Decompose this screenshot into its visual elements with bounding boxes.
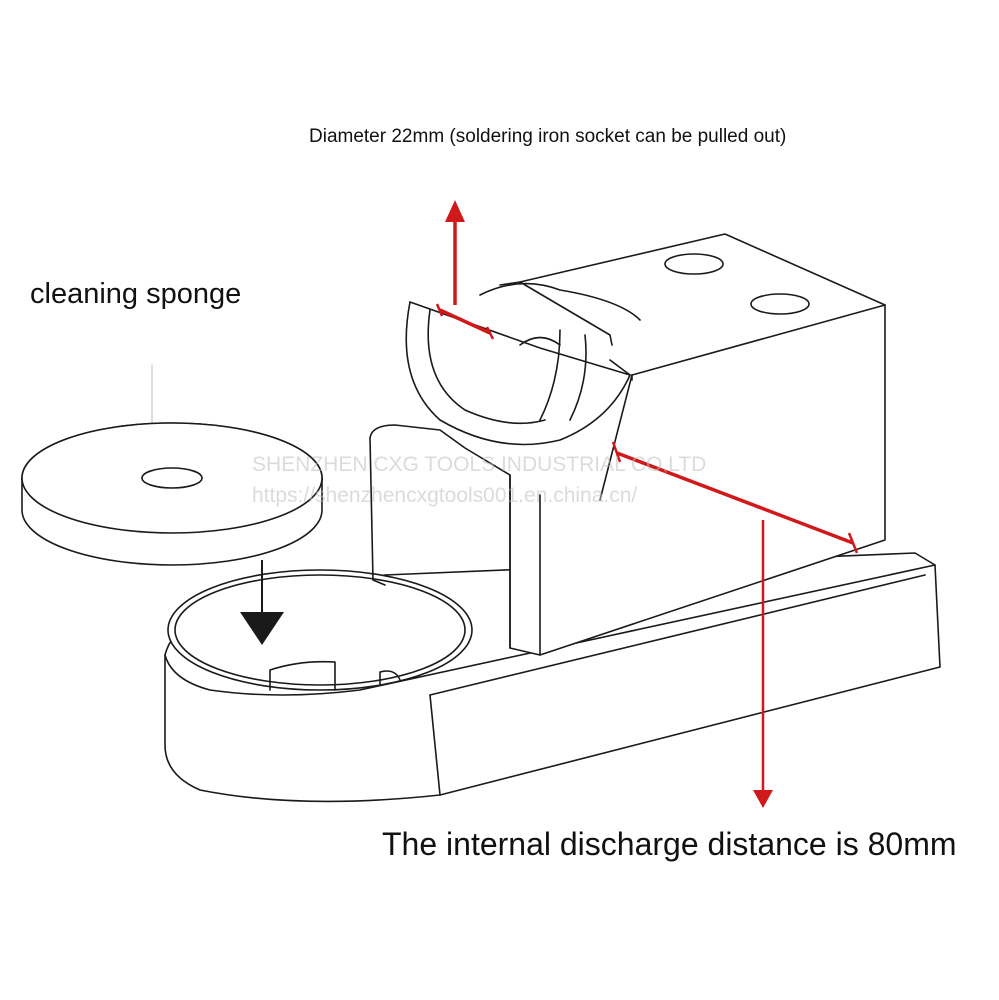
socket-diameter-line — [439, 308, 491, 335]
stand-base — [164, 552, 941, 803]
discharge-distance-label: The internal discharge distance is 80mm — [382, 826, 957, 862]
watermark-company: SHENZHEN CXG TOOLS INDUSTRIAL CO,LTD — [252, 453, 707, 476]
socket-diameter-label: Diameter 22mm (soldering iron socket can… — [309, 126, 787, 147]
watermark-url: https://shenzhencxgtools001.en.china.cn/ — [252, 484, 638, 507]
iron-socket-holder — [405, 281, 641, 446]
cleaning-sponge — [21, 364, 323, 566]
discharge-arrowhead — [753, 790, 773, 808]
cleaning-sponge-label: cleaning sponge — [30, 278, 242, 310]
discharge-distance-line — [616, 451, 854, 545]
socket-pull-arrowhead — [445, 200, 465, 222]
dimension-markers — [435, 200, 859, 808]
sponge-insert-arrow — [240, 560, 284, 645]
